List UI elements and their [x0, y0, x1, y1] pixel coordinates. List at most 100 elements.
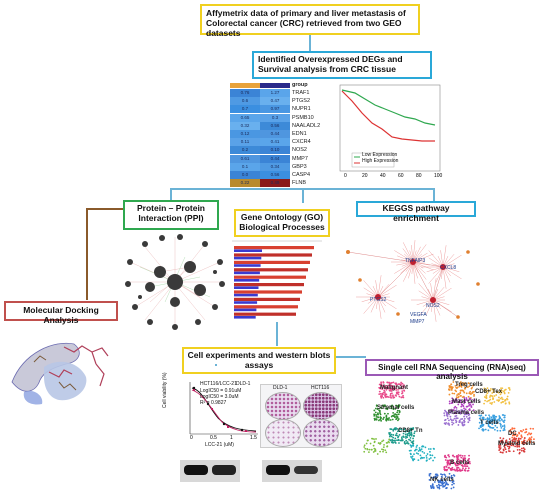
go-bar — [234, 297, 300, 301]
colony-label-hct116: HCT116 — [311, 385, 330, 391]
survival-x-tick: 0 — [344, 173, 347, 179]
connector-ppi-docking-h — [86, 208, 124, 210]
survival-legend-low: Low Expression — [362, 152, 398, 158]
go-bar-secondary — [234, 293, 258, 297]
kegg-box: KEGGS pathway enrichment — [356, 201, 476, 223]
go-bar — [234, 275, 306, 279]
connector-degs-down — [302, 189, 304, 203]
ppi-network — [125, 234, 225, 330]
heatmap-cell: 0.11 — [230, 138, 260, 147]
western-blot-right — [262, 460, 322, 482]
connector-go-cell — [276, 322, 278, 346]
go-bar-secondary — [234, 301, 258, 304]
heatmap-group-label: group — [292, 82, 308, 88]
heatmap-cell: 0.10 — [260, 146, 290, 155]
viability-legend-b: DLD-1 — [236, 381, 251, 387]
cell-label-cd8tex: CD8+ Tex — [475, 389, 503, 395]
heatmap-cell: 0.47 — [260, 97, 290, 106]
heatmap-gene-label: EDN1 — [292, 131, 307, 137]
viability-x-tick: 0 — [190, 435, 193, 441]
blot-band — [294, 466, 318, 474]
connector-ppi-docking-v — [86, 208, 88, 272]
cell-label-treg: Treg cells — [455, 382, 483, 388]
heatmap-gene-label: CASP4 — [292, 172, 311, 178]
cell-label-bcells: B cells — [450, 460, 470, 466]
go-bar — [234, 268, 308, 272]
heatmap-cell: 0.76 — [230, 89, 260, 97]
cell-label-mast: Mast cells — [452, 399, 481, 405]
cell-box-text: Cell experiments and western blots assay… — [187, 350, 331, 370]
kegg-box-text: KEGGS pathway enrichment — [382, 203, 450, 223]
heatmap-cell: 0.34 — [260, 162, 290, 171]
kegg-label-mmp7: MMP7 — [410, 319, 425, 325]
go-bar-secondary — [234, 264, 261, 267]
viability-ylabel: Cell viability (%) — [162, 372, 168, 408]
heatmap-cell: 0.56 — [260, 171, 290, 179]
title-box: Affymetrix data of primary and liver met… — [200, 4, 420, 38]
colony-panel: DLD-1 HCT116 — [260, 384, 342, 448]
go-bar-secondary — [234, 279, 260, 282]
kegg-label-ptgs2: PTGS2 — [370, 297, 387, 303]
blot-band — [266, 465, 290, 475]
heatmap-gene-label: NUPR1 — [292, 106, 311, 113]
go-bar — [234, 253, 312, 257]
heatmap-cell: 0.32 — [230, 121, 260, 130]
cell-box: Cell experiments and western blots assay… — [182, 347, 336, 374]
cell-label-tcells: T cells — [480, 420, 499, 426]
go-bar — [234, 260, 310, 264]
colony-label-dld1: DLD-1 — [273, 385, 288, 391]
degs-box-text: Identified Overexpressed DEGs and Surviv… — [258, 54, 403, 74]
heatmap-gene-label: TRAF1 — [292, 90, 310, 96]
scrna-box: Single cell RNA Sequencing (RNA)seq) ana… — [365, 359, 539, 381]
survival-curve-high — [341, 90, 435, 142]
cell-label-stromal: Stromal cells — [377, 405, 415, 411]
connector-cell-horizontal — [215, 364, 217, 366]
title-box-text: Affymetrix data of primary and liver met… — [206, 8, 406, 38]
western-blot-left — [180, 460, 240, 482]
colony-plate — [303, 392, 339, 420]
heatmap-gene-label: PTGS2 — [292, 98, 311, 105]
go-bar — [234, 246, 314, 250]
cell-label-cd8tn: CD8+ Tn — [398, 428, 423, 434]
cell-label-plasma: Plasma cells — [448, 410, 485, 416]
viability-x-tick: 0.5 — [210, 435, 217, 441]
kegg-label-cxcl8: CXCL8 — [440, 265, 457, 271]
heatmap-cell: 0.65 — [230, 113, 260, 122]
degs-box: Identified Overexpressed DEGs and Surviv… — [252, 51, 432, 79]
survival-x-tick: 40 — [380, 173, 386, 179]
go-bar-secondary — [234, 249, 262, 252]
connector-branch-horizontal — [170, 188, 434, 190]
survival-curve-low — [341, 89, 436, 126]
viability-x-tick: 1.5 — [250, 435, 257, 441]
go-bar-secondary — [234, 271, 260, 275]
survival-legend-high: High Expression — [362, 158, 399, 164]
heatmap-gene-label: PSMB10 — [292, 114, 314, 121]
cell-label-myeloid: Myeloid cells — [498, 441, 536, 447]
colony-plate — [303, 419, 339, 447]
heatmap-cell: 0.2 — [230, 146, 260, 155]
go-bar-secondary — [234, 286, 259, 289]
viability-r2: R² = 0.9827 — [200, 400, 227, 406]
blot-band — [184, 465, 208, 475]
ppi-box-text: Protein – Protein Interaction (PPI) — [136, 203, 205, 223]
heatmap-cell: 1.27 — [260, 89, 290, 97]
blot-band — [212, 465, 236, 475]
cell-label-dc: DC — [508, 431, 517, 437]
colony-plate — [265, 392, 301, 420]
docking-structure — [11, 342, 109, 405]
survival-x-tick: 80 — [416, 173, 422, 179]
go-box-text: Gene Ontology (GO) Biological Processes — [239, 212, 325, 232]
heatmap-cell: 0.44 — [260, 154, 290, 163]
go-box: Gene Ontology (GO) Biological Processes — [234, 209, 330, 237]
